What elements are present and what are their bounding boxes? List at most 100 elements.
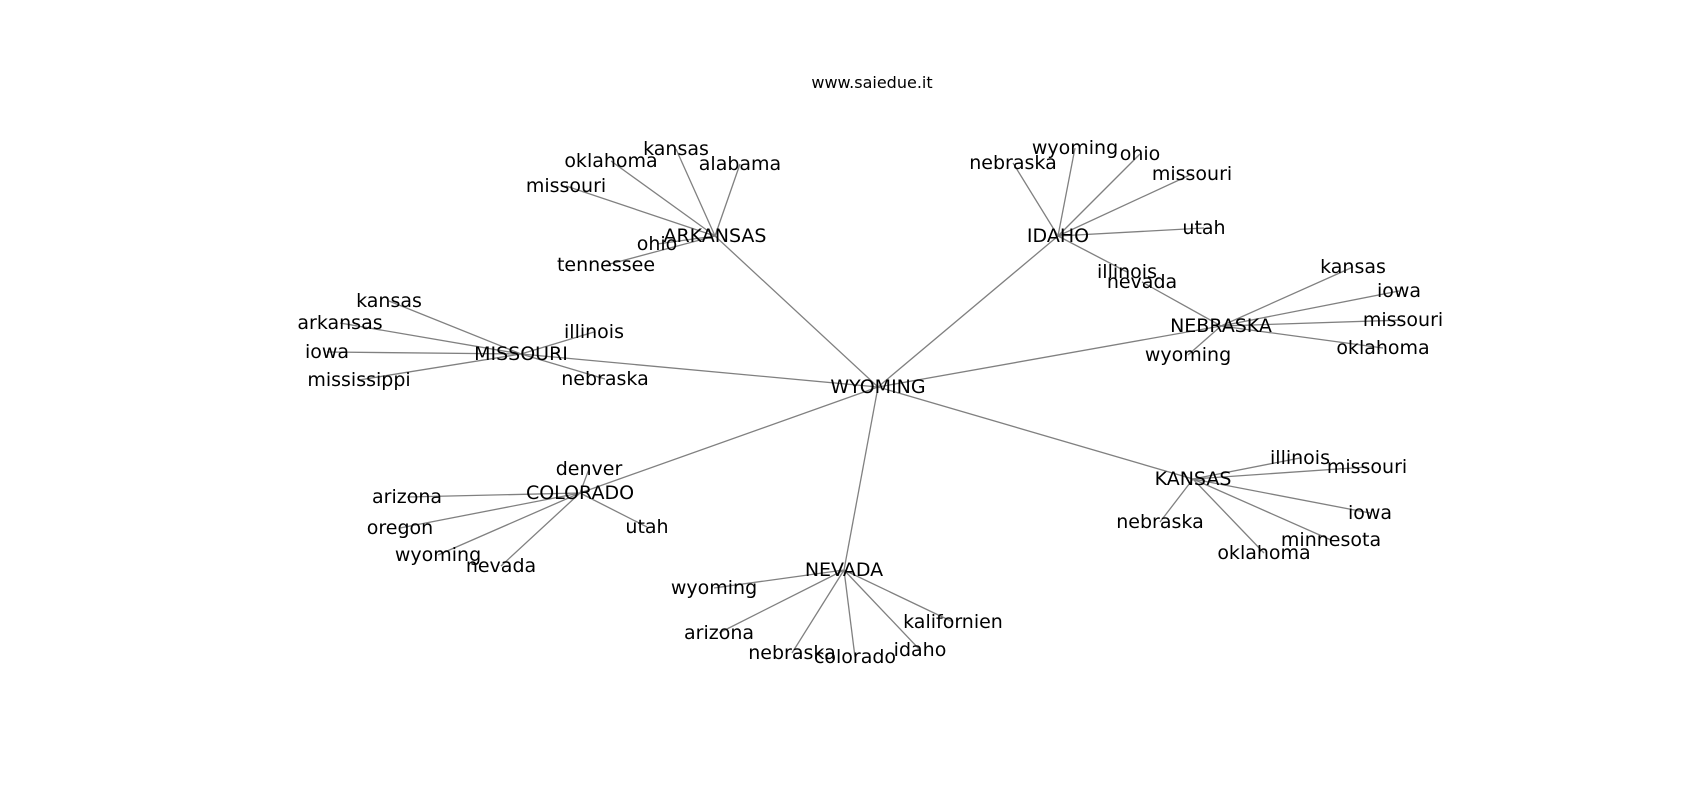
node-label-kansas-nebraska: nebraska xyxy=(1116,511,1203,533)
node-label-nebraska-kansas: kansas xyxy=(1320,256,1386,278)
edge-nevada-idaho xyxy=(843,569,921,651)
edge-idaho-wyoming xyxy=(1057,147,1076,237)
node-label-nevada-colorado: colorado xyxy=(814,646,896,668)
edge-nevada-kalifornien xyxy=(843,569,954,623)
edge-missouri-nebraska xyxy=(520,353,606,380)
edge-colorado-oregon xyxy=(399,492,581,529)
node-label-idaho-illinois: illinois xyxy=(1097,261,1157,283)
node-label-idaho: IDAHO xyxy=(1027,225,1089,247)
edge-missouri-arkansas xyxy=(339,322,522,355)
node-label-idaho-utah: utah xyxy=(1182,217,1225,239)
edge-nebraska-wyoming xyxy=(1187,325,1222,356)
edge-arkansas-tennessee xyxy=(605,235,716,266)
node-label-nevada-arizona: arizona xyxy=(684,622,754,644)
node-label-missouri-mississippi: mississippi xyxy=(307,369,410,391)
node-label-missouri-illinois: illinois xyxy=(564,321,624,343)
node-label-arkansas-alabama: alabama xyxy=(699,153,781,175)
edge-arkansas-oklahoma xyxy=(610,160,716,237)
node-label-arkansas-oklahoma: oklahoma xyxy=(564,150,657,172)
node-label-kansas-illinois: illinois xyxy=(1270,447,1330,469)
edge-root-arkansas xyxy=(714,235,879,388)
node-label-colorado-nevada: nevada xyxy=(466,555,536,577)
edge-colorado-arizona xyxy=(406,492,581,498)
edge-arkansas-kansas xyxy=(675,148,716,237)
node-label-nebraska-missouri: missouri xyxy=(1363,309,1443,331)
node-label-kansas-iowa: iowa xyxy=(1348,502,1392,524)
edge-missouri-kansas xyxy=(388,300,522,355)
edge-arkansas-missouri xyxy=(565,185,716,237)
node-label-nebraska-wyoming: wyoming xyxy=(1145,344,1231,366)
edge-root-nebraska xyxy=(877,325,1222,388)
node-label-idaho-missouri: missouri xyxy=(1152,163,1232,185)
edge-missouri-iowa xyxy=(326,351,522,355)
edge-nebraska-kansas xyxy=(1220,266,1354,327)
edge-nevada-wyoming xyxy=(713,569,845,589)
edge-kansas-minnesota xyxy=(1192,478,1332,541)
edge-kansas-nebraska xyxy=(1159,478,1194,523)
node-label-missouri-arkansas: arkansas xyxy=(297,312,382,334)
node-label-kansas-minnesota: minnesota xyxy=(1281,529,1381,551)
node-label-kansas-missouri: missouri xyxy=(1327,456,1407,478)
edge-colorado-wyoming xyxy=(437,492,581,556)
node-label-nebraska: NEBRASKA xyxy=(1170,315,1272,337)
edge-root-idaho xyxy=(877,235,1059,388)
node-label-kansas-oklahoma: oklahoma xyxy=(1217,542,1310,564)
edge-missouri-mississippi xyxy=(358,353,522,381)
edge-idaho-illinois xyxy=(1057,235,1128,273)
node-label-nebraska-iowa: iowa xyxy=(1377,280,1421,302)
edge-kansas-illinois xyxy=(1192,457,1301,480)
node-label-missouri-kansas: kansas xyxy=(356,290,422,312)
edge-idaho-nebraska xyxy=(1012,162,1059,237)
edge-kansas-missouri xyxy=(1192,466,1368,480)
node-label-colorado-utah: utah xyxy=(625,516,668,538)
edge-root-missouri xyxy=(520,353,879,388)
edge-idaho-utah xyxy=(1057,227,1205,237)
node-label-nevada-wyoming: wyoming xyxy=(671,577,757,599)
edge-nebraska-iowa xyxy=(1220,290,1400,327)
node-label-colorado-wyoming: wyoming xyxy=(395,544,481,566)
edge-missouri-illinois xyxy=(520,331,595,355)
node-label-arkansas-ohio: ohio xyxy=(637,233,678,255)
node-label-arkansas-kansas: kansas xyxy=(643,138,709,160)
node-label-idaho-ohio: ohio xyxy=(1120,143,1161,165)
node-label-nevada-idaho: idaho xyxy=(894,639,947,661)
node-label-arkansas-missouri: missouri xyxy=(526,175,606,197)
edge-nebraska-oklahoma xyxy=(1220,325,1384,349)
edges-layer xyxy=(326,147,1404,658)
node-label-colorado-oregon: oregon xyxy=(367,517,433,539)
node-label-idaho-nebraska: nebraska xyxy=(969,152,1056,174)
edge-root-colorado xyxy=(579,386,879,494)
node-label-nevada: NEVADA xyxy=(805,559,883,581)
edge-nebraska-missouri xyxy=(1220,319,1404,327)
edge-colorado-denver xyxy=(579,468,590,494)
node-label-idaho-wyoming: wyoming xyxy=(1032,137,1118,159)
node-label-colorado: COLORADO xyxy=(526,482,634,504)
edge-nevada-nebraska xyxy=(791,569,845,654)
edge-idaho-ohio xyxy=(1057,153,1141,237)
node-label-colorado-denver: denver xyxy=(556,458,623,480)
edge-arkansas-ohio xyxy=(656,235,716,245)
node-label-nevada-kalifornien: kalifornien xyxy=(903,611,1003,633)
edge-nebraska-nevada xyxy=(1141,281,1222,327)
edge-kansas-iowa xyxy=(1192,478,1371,514)
node-label-missouri-nebraska: nebraska xyxy=(561,368,648,390)
node-label-root: WYOMING xyxy=(830,376,925,398)
edge-idaho-missouri xyxy=(1057,173,1193,237)
node-label-nebraska-nevada: nevada xyxy=(1107,271,1177,293)
node-label-colorado-arizona: arizona xyxy=(372,486,442,508)
edge-nevada-colorado xyxy=(843,569,856,658)
node-label-kansas: KANSAS xyxy=(1155,468,1232,490)
diagram-title: www.saiedue.it xyxy=(811,73,932,92)
node-label-nevada-nebraska: nebraska xyxy=(748,642,835,664)
edge-arkansas-alabama xyxy=(714,163,741,237)
edge-nevada-arizona xyxy=(718,569,845,634)
node-label-missouri-iowa: iowa xyxy=(305,341,349,363)
edge-colorado-nevada xyxy=(500,492,581,567)
edge-kansas-oklahoma xyxy=(1192,478,1265,554)
node-label-arkansas-tennessee: tennessee xyxy=(557,254,655,276)
node-label-nebraska-oklahoma: oklahoma xyxy=(1336,337,1429,359)
edge-root-kansas xyxy=(877,386,1194,480)
node-label-missouri: MISSOURI xyxy=(474,343,568,365)
